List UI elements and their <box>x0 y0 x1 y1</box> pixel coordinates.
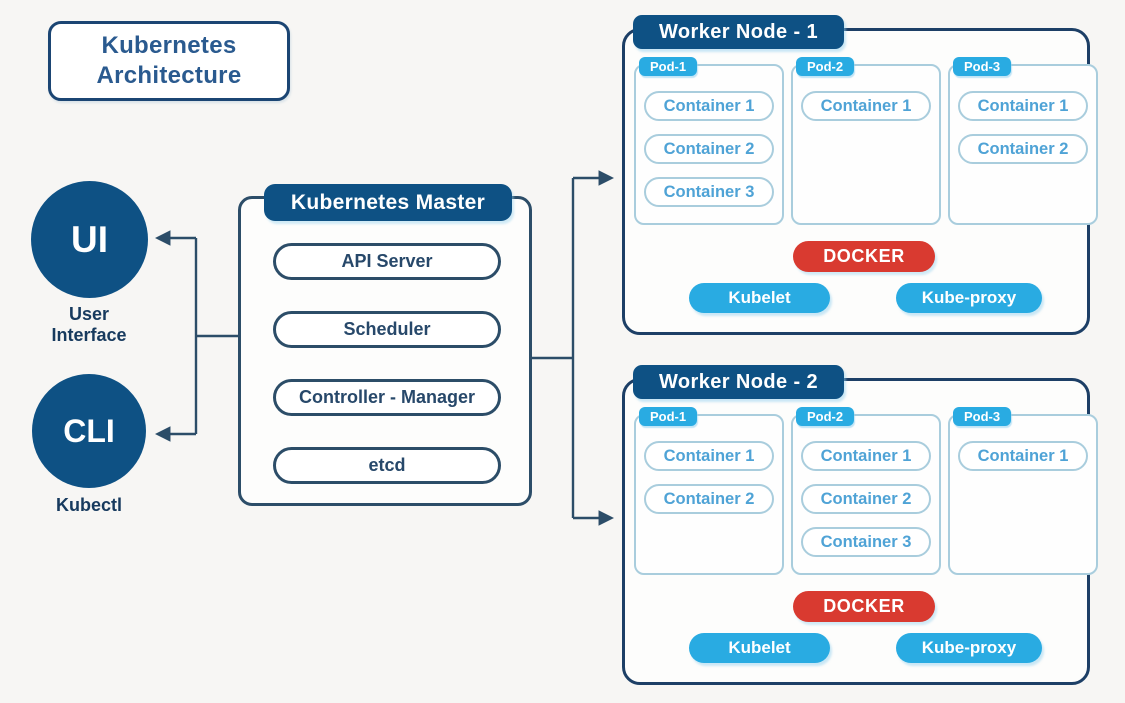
container-pill: Container 2 <box>801 484 931 514</box>
cli-client-label: Kubectl <box>55 495 122 515</box>
worker-node-2-title: Worker Node - 2 <box>633 365 844 399</box>
pod-badge: Pod-1 <box>639 407 698 426</box>
container-pill: Container 3 <box>801 527 931 557</box>
container-pill: Container 1 <box>958 91 1088 121</box>
ui-client-abbr: UI <box>71 218 108 260</box>
cli-client-circle: CLI <box>32 374 146 488</box>
docker-runtime-badge: DOCKER <box>793 591 935 622</box>
pod: Pod-2 Container 1 <box>791 57 941 225</box>
container-pill: Container 1 <box>644 91 774 121</box>
kubelet-badge: Kubelet <box>689 633 830 663</box>
container-pill: Container 2 <box>958 134 1088 164</box>
pod-badge: Pod-2 <box>796 57 855 76</box>
container-pill: Container 3 <box>644 177 774 207</box>
container-pill: Container 1 <box>801 91 931 121</box>
container-pill: Container 2 <box>644 484 774 514</box>
ui-client-label: User Interface <box>51 304 127 345</box>
pod: Pod-1 Container 1 Container 2 <box>634 407 784 575</box>
pod: Pod-1 Container 1 Container 2 Container … <box>634 57 784 225</box>
worker-node-2-pods: Pod-1 Container 1 Container 2 Pod-2 Cont… <box>634 407 1098 575</box>
kube-proxy-badge: Kube-proxy <box>896 633 1042 663</box>
worker-node-1-pods: Pod-1 Container 1 Container 2 Container … <box>634 57 1098 225</box>
master-component-api-server: API Server <box>273 243 501 280</box>
master-component-scheduler: Scheduler <box>273 311 501 348</box>
pod: Pod-3 Container 1 <box>948 407 1098 575</box>
worker-node-2-box: Worker Node - 2 Pod-1 Container 1 Contai… <box>622 365 1098 685</box>
master-component-etcd: etcd <box>273 447 501 484</box>
kube-proxy-badge: Kube-proxy <box>896 283 1042 313</box>
ui-client-circle: UI <box>31 181 148 298</box>
master-component-controller-manager: Controller - Manager <box>273 379 501 416</box>
pod-badge: Pod-2 <box>796 407 855 426</box>
pod-badge: Pod-3 <box>953 407 1012 426</box>
pod: Pod-2 Container 1 Container 2 Container … <box>791 407 941 575</box>
diagram-title-box: Kubernetes Architecture <box>48 21 290 101</box>
docker-runtime-badge: DOCKER <box>793 241 935 272</box>
pod-badge: Pod-1 <box>639 57 698 76</box>
cli-client-abbr: CLI <box>63 412 115 449</box>
worker-node-1-title: Worker Node - 1 <box>633 15 844 49</box>
diagram-title: Kubernetes Architecture <box>96 32 242 89</box>
container-pill: Container 1 <box>958 441 1088 471</box>
worker-node-1-box: Worker Node - 1 Pod-1 Container 1 Contai… <box>622 15 1098 335</box>
kubernetes-master-title: Kubernetes Master <box>264 184 512 221</box>
pod: Pod-3 Container 1 Container 2 <box>948 57 1098 225</box>
container-pill: Container 1 <box>644 441 774 471</box>
kubelet-badge: Kubelet <box>689 283 830 313</box>
pod-badge: Pod-3 <box>953 57 1012 76</box>
container-pill: Container 1 <box>801 441 931 471</box>
kubernetes-master-box: Kubernetes Master API Server Scheduler C… <box>238 184 532 506</box>
container-pill: Container 2 <box>644 134 774 164</box>
